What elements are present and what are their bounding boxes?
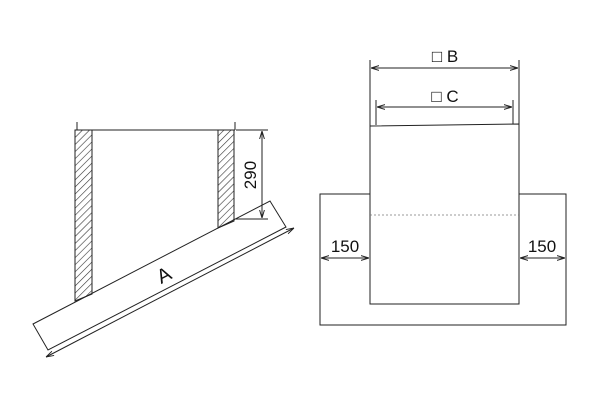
chimney-left-wall xyxy=(74,129,93,302)
plan-view xyxy=(319,60,567,326)
dim-a-label: A xyxy=(153,263,176,289)
dim-290-label: 290 xyxy=(241,161,260,189)
dim-150-right-label: 150 xyxy=(528,237,556,256)
chimney-body xyxy=(369,123,520,305)
dim-c-label: □ C xyxy=(431,87,458,106)
dim-150-left-label: 150 xyxy=(331,237,359,256)
chimney-right-wall xyxy=(217,129,235,229)
dim-b-label: □ B xyxy=(432,47,458,66)
dim-a-line xyxy=(46,228,294,357)
side-view xyxy=(32,122,294,357)
